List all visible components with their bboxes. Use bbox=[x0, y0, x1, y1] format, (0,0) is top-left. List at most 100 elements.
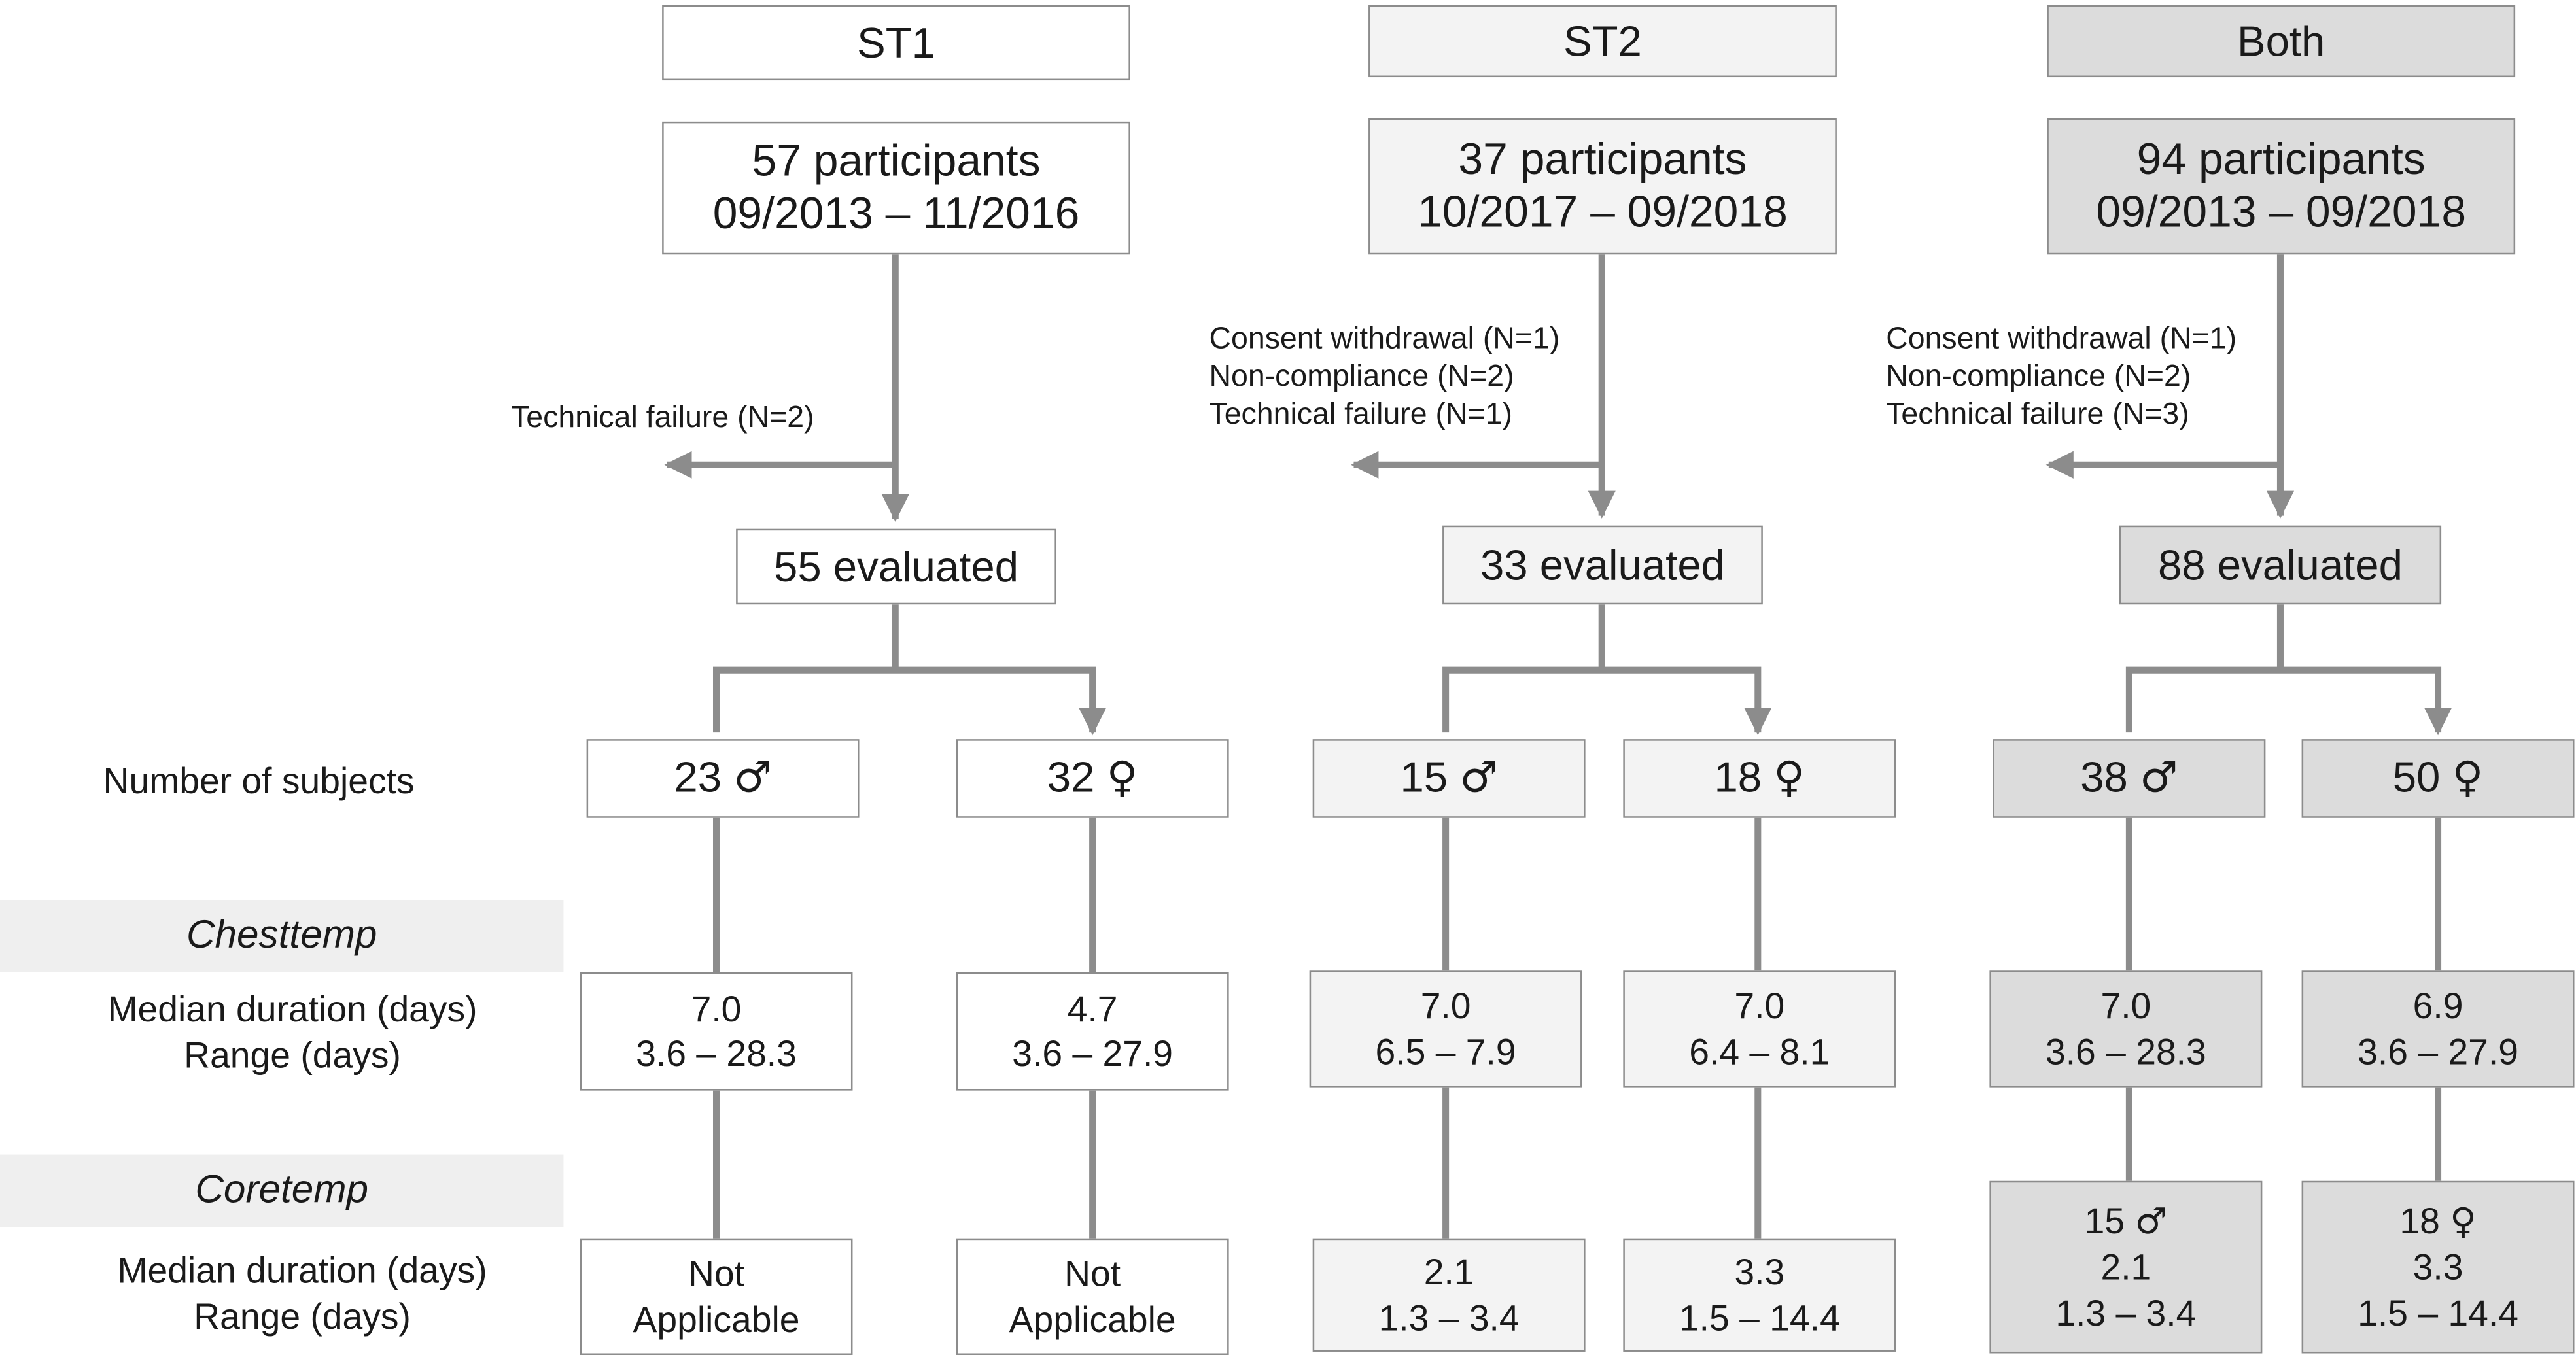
range-value: 3.6 – 27.9 bbox=[1012, 1033, 1174, 1074]
study-period: 09/2013 – 11/2016 bbox=[712, 188, 1080, 237]
exclusion-item: Technical failure (N=2) bbox=[511, 399, 814, 434]
st2-male-chesttemp-box: 7.0 6.5 – 7.9 bbox=[1309, 970, 1582, 1088]
evaluated-count: 33 evaluated bbox=[1480, 540, 1725, 589]
evaluated-count: 88 evaluated bbox=[2157, 540, 2403, 589]
both-header-text: Both bbox=[2237, 16, 2325, 65]
participants-count: 57 participants bbox=[752, 135, 1041, 185]
both-participants-box: 94 participants 09/2013 – 09/2018 bbox=[2047, 118, 2516, 255]
male-symbol-icon: ♂ bbox=[1459, 754, 1498, 804]
range-value: 1.5 – 14.4 bbox=[2358, 1292, 2518, 1333]
median-value: 7.0 bbox=[2100, 985, 2151, 1027]
median-duration-label: Median duration (days) bbox=[107, 988, 478, 1030]
chesttemp-labels: Median duration (days) Range (days) bbox=[65, 987, 519, 1077]
median-value: 7.0 bbox=[1420, 985, 1471, 1027]
st1-exclusions: Technical failure (N=2) bbox=[511, 398, 814, 436]
chesttemp-band: Chesttemp bbox=[0, 900, 564, 972]
median-value: 4.7 bbox=[1067, 987, 1118, 1029]
female-symbol-icon: ♀ bbox=[1106, 754, 1138, 804]
st1-evaluated-box: 55 evaluated bbox=[736, 528, 1056, 605]
exclusion-item: Consent withdrawal (N=1) bbox=[1209, 320, 1560, 355]
exclusion-item: Non-compliance (N=2) bbox=[1886, 358, 2191, 393]
both-female-box: 50 ♀ bbox=[2301, 739, 2575, 818]
subject-count: 18 ♀ bbox=[2399, 1200, 2477, 1243]
range-value: 1.5 – 14.4 bbox=[1679, 1296, 1840, 1338]
st2-female-chesttemp-box: 7.0 6.4 – 8.1 bbox=[1623, 970, 1896, 1088]
coretemp-labels: Median duration (days) Range (days) bbox=[76, 1248, 529, 1339]
st2-exclusions: Consent withdrawal (N=1) Non-compliance … bbox=[1209, 318, 1559, 432]
range-value: 1.3 – 3.4 bbox=[2055, 1292, 2197, 1333]
st2-participants-box: 37 participants 10/2017 – 09/2018 bbox=[1368, 118, 1837, 255]
evaluated-count: 55 evaluated bbox=[774, 541, 1019, 591]
not-applicable-text: Not bbox=[688, 1253, 745, 1295]
subject-count: 15 ♂ bbox=[2084, 1200, 2168, 1243]
median-value: 3.3 bbox=[1734, 1251, 1785, 1293]
st1-male-box: 23 ♂ bbox=[586, 739, 860, 818]
st2-male-coretemp-box: 2.1 1.3 – 3.4 bbox=[1312, 1238, 1586, 1352]
median-value: 3.3 bbox=[2412, 1246, 2463, 1288]
exclusion-item: Non-compliance (N=2) bbox=[1209, 358, 1514, 393]
male-symbol-icon: ♂ bbox=[2134, 1201, 2168, 1243]
range-label: Range (days) bbox=[194, 1295, 411, 1337]
female-symbol-icon: ♀ bbox=[1773, 754, 1805, 804]
female-symbol-icon: ♀ bbox=[2452, 754, 2484, 804]
both-male-coretemp-box: 15 ♂ 2.1 1.3 – 3.4 bbox=[1989, 1180, 2263, 1354]
subject-count: 38 ♂ bbox=[2080, 752, 2178, 804]
range-value: 3.6 – 28.3 bbox=[2045, 1030, 2206, 1072]
coretemp-label: Coretemp bbox=[195, 1167, 369, 1212]
subject-count: 50 ♀ bbox=[2392, 752, 2484, 804]
not-applicable-text: Applicable bbox=[1009, 1298, 1176, 1340]
exclusion-item: Consent withdrawal (N=1) bbox=[1886, 320, 2237, 355]
coretemp-band: Coretemp bbox=[0, 1154, 564, 1227]
subject-count: 15 ♂ bbox=[1400, 752, 1498, 804]
subject-count: 32 ♀ bbox=[1047, 752, 1138, 804]
both-exclusions: Consent withdrawal (N=1) Non-compliance … bbox=[1886, 318, 2237, 432]
st1-female-chesttemp-box: 4.7 3.6 – 27.9 bbox=[956, 972, 1229, 1091]
st1-header-text: ST1 bbox=[857, 17, 935, 67]
median-value: 6.9 bbox=[2412, 985, 2463, 1027]
range-value: 6.4 – 8.1 bbox=[1689, 1030, 1830, 1072]
male-symbol-icon: ♂ bbox=[733, 754, 772, 804]
not-applicable-text: Applicable bbox=[633, 1298, 800, 1340]
number-of-subjects-label: Number of subjects bbox=[103, 760, 415, 802]
study-period: 10/2017 – 09/2018 bbox=[1418, 186, 1788, 236]
range-value: 6.5 – 7.9 bbox=[1375, 1030, 1516, 1072]
not-applicable-text: Not bbox=[1064, 1253, 1121, 1295]
st2-split-connector bbox=[1442, 604, 1758, 732]
st2-header-text: ST2 bbox=[1563, 16, 1642, 65]
range-label: Range (days) bbox=[184, 1033, 401, 1075]
both-evaluated-box: 88 evaluated bbox=[2119, 525, 2442, 605]
both-header: Both bbox=[2047, 5, 2516, 78]
median-value: 7.0 bbox=[691, 987, 742, 1029]
median-duration-label: Median duration (days) bbox=[117, 1250, 487, 1292]
participants-count: 94 participants bbox=[2136, 134, 2426, 184]
exclusion-item: Technical failure (N=1) bbox=[1209, 396, 1513, 431]
participants-count: 37 participants bbox=[1458, 134, 1747, 184]
st1-male-coretemp-box: Not Applicable bbox=[580, 1238, 853, 1355]
chesttemp-label: Chesttemp bbox=[186, 913, 377, 958]
median-value: 7.0 bbox=[1734, 985, 1785, 1027]
range-value: 3.6 – 28.3 bbox=[636, 1033, 797, 1074]
median-value: 2.1 bbox=[1423, 1251, 1474, 1293]
st1-male-chesttemp-box: 7.0 3.6 – 28.3 bbox=[580, 972, 853, 1091]
both-male-chesttemp-box: 7.0 3.6 – 28.3 bbox=[1989, 970, 2263, 1088]
median-value: 2.1 bbox=[2100, 1246, 2151, 1288]
exclusion-item: Technical failure (N=3) bbox=[1886, 396, 2189, 431]
both-female-chesttemp-box: 6.9 3.6 – 27.9 bbox=[2301, 970, 2575, 1088]
st1-participants-box: 57 participants 09/2013 – 11/2016 bbox=[662, 121, 1130, 255]
male-symbol-icon: ♂ bbox=[2140, 754, 2178, 804]
both-split-connector bbox=[2125, 604, 2438, 732]
st1-female-box: 32 ♀ bbox=[956, 739, 1229, 818]
st1-female-coretemp-box: Not Applicable bbox=[956, 1238, 1229, 1355]
range-value: 3.6 – 27.9 bbox=[2358, 1030, 2518, 1072]
female-symbol-icon: ♀ bbox=[2450, 1201, 2477, 1243]
st2-male-box: 15 ♂ bbox=[1312, 739, 1586, 818]
subject-count: 23 ♂ bbox=[674, 752, 772, 804]
st2-evaluated-box: 33 evaluated bbox=[1442, 525, 1763, 605]
st1-header: ST1 bbox=[662, 5, 1130, 81]
both-female-coretemp-box: 18 ♀ 3.3 1.5 – 14.4 bbox=[2301, 1180, 2575, 1354]
st1-split-connector bbox=[712, 604, 1092, 732]
st2-female-box: 18 ♀ bbox=[1623, 739, 1896, 818]
subject-count: 18 ♀ bbox=[1714, 752, 1805, 804]
